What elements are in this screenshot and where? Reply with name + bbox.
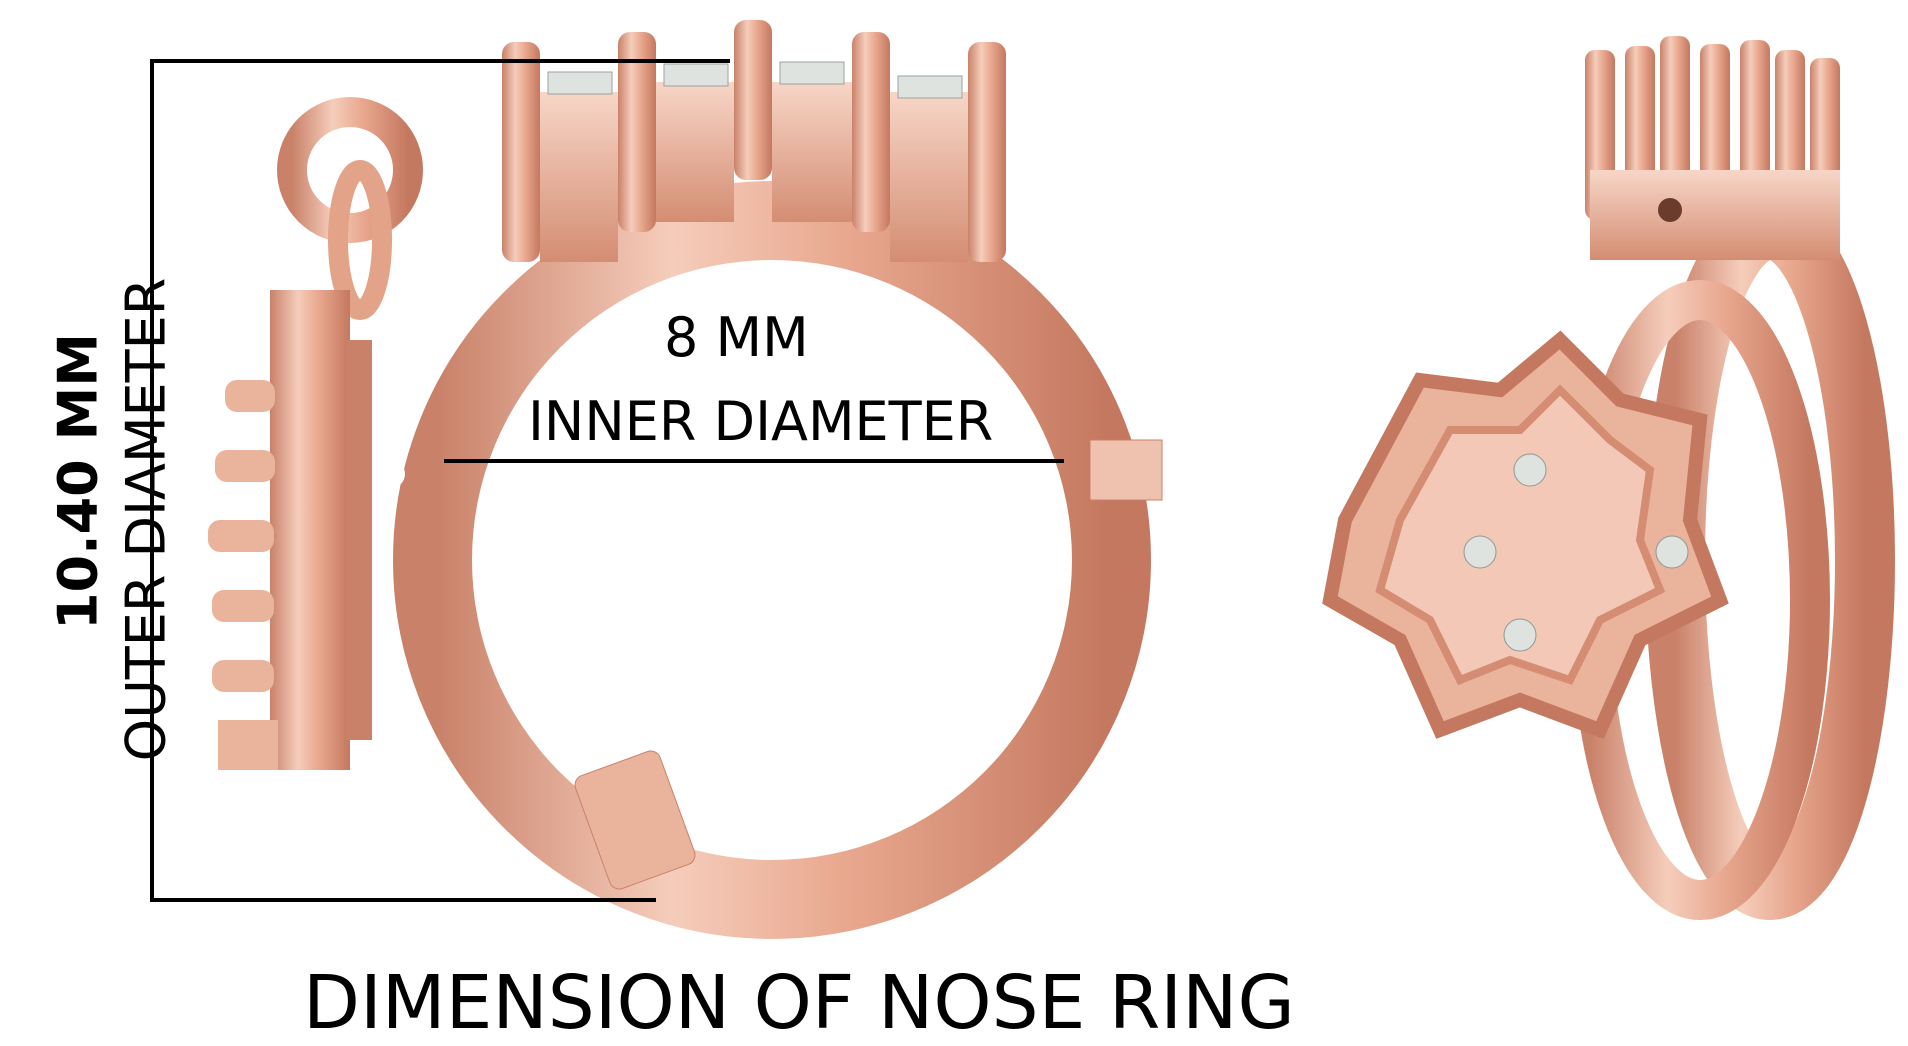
flower-charm-edge xyxy=(208,290,372,770)
outer-diameter-vertical-line xyxy=(150,59,154,902)
page-title: DIMENSION OF NOSE RING xyxy=(303,960,1295,1046)
outer-diameter-value: 10.40 MM xyxy=(46,332,110,631)
stone-crown xyxy=(502,20,1006,262)
outer-diameter-top-line xyxy=(150,59,730,63)
side-crown xyxy=(1585,36,1840,260)
inner-diameter-value: 8 MM xyxy=(664,306,809,369)
outer-diameter-label: OUTER DIAMETER xyxy=(114,277,178,762)
side-flower-charm xyxy=(1322,330,1729,739)
inner-diameter-line xyxy=(444,459,1064,463)
outer-diameter-bottom-line xyxy=(150,898,656,902)
side-view-ring xyxy=(1322,36,1895,920)
inner-diameter-label: INNER DIAMETER xyxy=(528,390,994,453)
front-view-ring xyxy=(208,20,1163,939)
